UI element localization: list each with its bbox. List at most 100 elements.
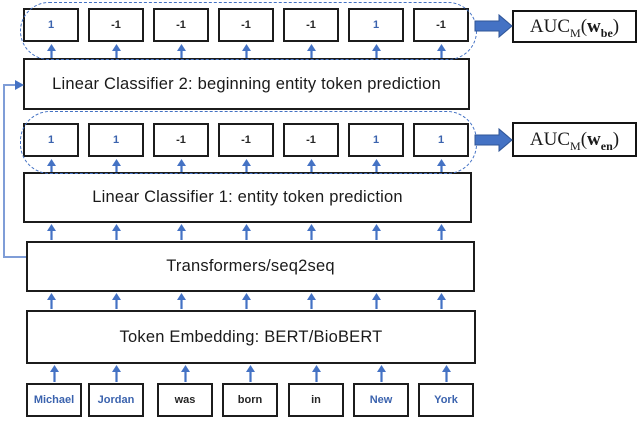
auc-en-close-paren: ): [612, 128, 620, 150]
beginning-entity-prediction-cell-4: -1: [283, 8, 339, 42]
transformers-to-clf1-arrow-5-head: [372, 224, 381, 231]
beginning-entity-prediction-cell-2: -1: [153, 8, 209, 42]
embedding-to-transformers-arrow-1-head: [112, 293, 121, 300]
token-to-embedding-arrow-3-head: [246, 365, 255, 372]
clf1-to-en-row-arrow-0-head: [47, 159, 56, 166]
input-token-cell-3: born: [222, 383, 278, 417]
token-embedding-box: Token Embedding: BERT/BioBERT: [26, 310, 476, 364]
token-embedding-label: Token Embedding: BERT/BioBERT: [119, 327, 383, 346]
input-token-cell-6: York: [418, 383, 474, 417]
entity-prediction-cell-1: 1: [88, 123, 144, 157]
clf2-to-be-row-arrow-2-head: [177, 44, 186, 51]
input-token-cell-2: was: [157, 383, 213, 417]
transformers-box: Transformers/seq2seq: [26, 241, 475, 292]
clf1-to-en-row-arrow-6-head: [437, 159, 446, 166]
auc-en-weight: w: [587, 128, 601, 150]
entity-prediction-cell-3: -1: [218, 123, 274, 157]
embedding-to-transformers-arrow-6-head: [437, 293, 446, 300]
beginning-entity-prediction-cell-1: -1: [88, 8, 144, 42]
entity-prediction-cell-6-label: 1: [437, 134, 445, 146]
auc-be-func-sub: M: [570, 25, 581, 40]
clf1-to-en-row-arrow-4-head: [307, 159, 316, 166]
token-to-embedding-arrow-2-head: [181, 365, 190, 372]
transformers-to-clf1-arrow-1-head: [112, 224, 121, 231]
transformers-to-clf1-arrow-6-head: [437, 224, 446, 231]
token-to-embedding-arrow-4-head: [312, 365, 321, 372]
input-token-cell-1: Jordan: [88, 383, 144, 417]
auc-en-weight-sub: en: [600, 138, 613, 153]
clf1-to-en-row-arrow-3-head: [242, 159, 251, 166]
entity-prediction-cell-3-label: -1: [241, 134, 251, 146]
input-token-cell-1-label: Jordan: [97, 394, 135, 406]
clf2-to-be-row-arrow-0-head: [47, 44, 56, 51]
clf1-to-en-row-arrow-5-head: [372, 159, 381, 166]
beginning-entity-prediction-cell-5-label: 1: [372, 19, 380, 31]
clf2-to-be-row-arrow-6-head: [437, 44, 446, 51]
linear-classifier-1-box: Linear Classifier 1: entity token predic…: [23, 172, 472, 223]
beginning-entity-prediction-cell-4-label: -1: [306, 19, 316, 31]
auc-be-func: AUC: [529, 15, 571, 37]
entity-prediction-cell-0-label: 1: [47, 134, 55, 146]
token-to-embedding-arrow-5-head: [377, 365, 386, 372]
input-token-cell-5-label: New: [369, 394, 393, 406]
clf1-to-en-row-arrow-2-head: [177, 159, 186, 166]
entity-prediction-cell-5: 1: [348, 123, 404, 157]
embedding-to-transformers-arrow-4-head: [307, 293, 316, 300]
entity-prediction-cell-5-label: 1: [372, 134, 380, 146]
transformers-to-clf1-arrow-0-head: [47, 224, 56, 231]
entity-prediction-cell-4-label: -1: [306, 134, 316, 146]
beginning-entity-prediction-cell-3: -1: [218, 8, 274, 42]
beginning-entity-prediction-cell-5: 1: [348, 8, 404, 42]
auc-en-label: AUCM(wen): [529, 128, 620, 153]
input-token-cell-4-label: in: [311, 394, 321, 406]
clf1-to-en-row-arrow-1-head: [112, 159, 121, 166]
auc-en-box: AUCM(wen): [512, 122, 637, 157]
auc-be-weight: w: [587, 15, 601, 37]
beginning-entity-prediction-cell-0-label: 1: [47, 19, 55, 31]
linear-classifier-1-label: Linear Classifier 1: entity token predic…: [92, 188, 403, 206]
transformers-label: Transformers/seq2seq: [166, 257, 335, 275]
entity-prediction-cell-2-label: -1: [176, 134, 186, 146]
beginning-entity-prediction-cell-2-label: -1: [176, 19, 186, 31]
embedding-to-transformers-arrow-0-head: [47, 293, 56, 300]
linear-classifier-2-label: Linear Classifier 2: beginning entity to…: [52, 74, 441, 93]
input-token-cell-5: New: [353, 383, 409, 417]
token-to-embedding-arrow-6-head: [442, 365, 451, 372]
token-to-embedding-arrow-1-head: [112, 365, 121, 372]
auc-be-box: AUCM(wbe): [512, 10, 637, 43]
input-token-cell-2-label: was: [174, 394, 196, 406]
embedding-to-transformers-arrow-5-head: [372, 293, 381, 300]
embedding-to-transformers-arrow-2-head: [177, 293, 186, 300]
auc-en-open-paren: (: [580, 128, 588, 150]
auc-be-close-paren: ): [612, 15, 620, 37]
auc-en-func-sub: M: [570, 138, 581, 153]
embedding-to-transformers-arrow-3-head: [242, 293, 251, 300]
beginning-entity-prediction-cell-1-label: -1: [111, 19, 121, 31]
input-token-cell-0-label: Michael: [33, 394, 75, 406]
entity-prediction-cell-4: -1: [283, 123, 339, 157]
entity-prediction-cell-2: -1: [153, 123, 209, 157]
clf2-to-be-row-arrow-4-head: [307, 44, 316, 51]
linear-classifier-2-box: Linear Classifier 2: beginning entity to…: [23, 58, 470, 110]
beginning-entity-prediction-cell-3-label: -1: [241, 19, 251, 31]
transformers-to-clf1-arrow-3-head: [242, 224, 251, 231]
transformers-to-clf1-arrow-4-head: [307, 224, 316, 231]
beginning-entity-prediction-cell-6-label: -1: [436, 19, 446, 31]
auc-be-open-paren: (: [580, 15, 588, 37]
auc-en-func: AUC: [529, 128, 571, 150]
input-token-cell-0: Michael: [26, 383, 82, 417]
clf2-to-be-row-arrow-1-head: [112, 44, 121, 51]
clf2-to-be-row-arrow-5-head: [372, 44, 381, 51]
input-token-cell-3-label: born: [237, 394, 263, 406]
transformers-to-clf2-feedback-line: [3, 84, 26, 258]
token-to-embedding-arrow-0-head: [50, 365, 59, 372]
entity-prediction-cell-0: 1: [23, 123, 79, 157]
auc-be-weight-sub: be: [600, 25, 613, 40]
en-row-to-auc-arrow: [474, 127, 513, 153]
entity-prediction-cell-1-label: 1: [112, 134, 120, 146]
auc-be-label: AUCM(wbe): [529, 15, 620, 40]
entity-prediction-cell-6: 1: [413, 123, 469, 157]
input-token-cell-4: in: [288, 383, 344, 417]
clf2-to-be-row-arrow-3-head: [242, 44, 251, 51]
